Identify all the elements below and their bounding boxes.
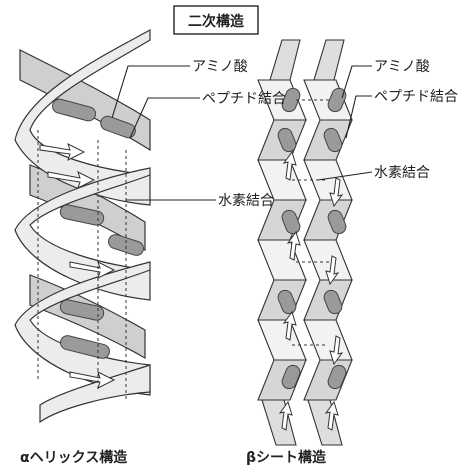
helix-amino-pill — [60, 335, 110, 359]
sheet-amino-pill — [277, 127, 297, 153]
sheet-amino-pill — [323, 127, 343, 153]
leader-helix-amino — [111, 65, 190, 119]
leader-sheet-peptide — [345, 95, 372, 139]
helix-amino-pill — [100, 115, 136, 139]
sheet-amino-pill — [327, 364, 347, 390]
helix-amino-pill — [108, 234, 144, 256]
sheet-amino-pill — [327, 87, 347, 113]
caption-alpha-helix: αヘリックス構造 — [20, 449, 127, 466]
helix-arrow — [47, 171, 96, 189]
sheet-amino-pill — [323, 289, 343, 315]
label-sheet-peptide-bond: ペプチド結合 — [374, 89, 458, 105]
helix-front-ribbon-3 — [14, 261, 151, 396]
sheet-strand-right — [303, 79, 353, 401]
beta-sheet — [257, 39, 353, 446]
sheet-amino-pill — [281, 364, 301, 390]
title-frame — [173, 5, 259, 35]
helix-front-ribbon-2 — [14, 167, 151, 301]
sheet-amino-pill — [281, 87, 301, 113]
leader-sheet-hbond — [317, 171, 373, 181]
sheet-arrow — [282, 310, 297, 341]
sheet-tail — [307, 399, 343, 446]
caption-beta-sheet: βシート構造 — [246, 449, 326, 466]
helix-front-ribbon-1 — [14, 28, 151, 206]
label-helix-hydrogen-bond: 水素結合 — [218, 193, 274, 209]
sheet-arrow — [286, 230, 301, 261]
sheet-arrow — [324, 400, 339, 431]
sheet-tail — [313, 39, 345, 81]
diagram-title: 二次構造 — [188, 13, 244, 30]
leader-helix-peptide — [129, 97, 200, 139]
helix-amino-pill — [59, 299, 105, 321]
sheet-tail — [269, 39, 301, 81]
helix-arrow — [69, 261, 116, 279]
sheet-arrow — [329, 335, 344, 366]
leader-sheet-amino — [341, 65, 372, 99]
helix-amino-pill — [59, 204, 105, 226]
sheet-arrow — [282, 150, 297, 181]
label-helix-peptide-bond: ペプチド結合 — [202, 91, 286, 107]
sheet-amino-pill — [327, 209, 347, 235]
leader-lines — [111, 65, 373, 201]
label-helix-amino-acid: アミノ酸 — [192, 59, 248, 75]
sheet-arrow — [329, 177, 344, 208]
sheet-arrow — [278, 400, 293, 431]
helix-amino-pill — [52, 98, 96, 122]
helix-arrow — [69, 371, 116, 389]
alpha-helix — [14, 28, 151, 424]
label-sheet-amino-acid: アミノ酸 — [374, 59, 430, 75]
helix-arrow — [39, 143, 86, 161]
label-sheet-hydrogen-bond: 水素結合 — [374, 165, 430, 181]
title-box: 二次構造 — [173, 5, 259, 35]
sheet-tail — [261, 399, 297, 446]
sheet-arrow — [325, 255, 340, 286]
